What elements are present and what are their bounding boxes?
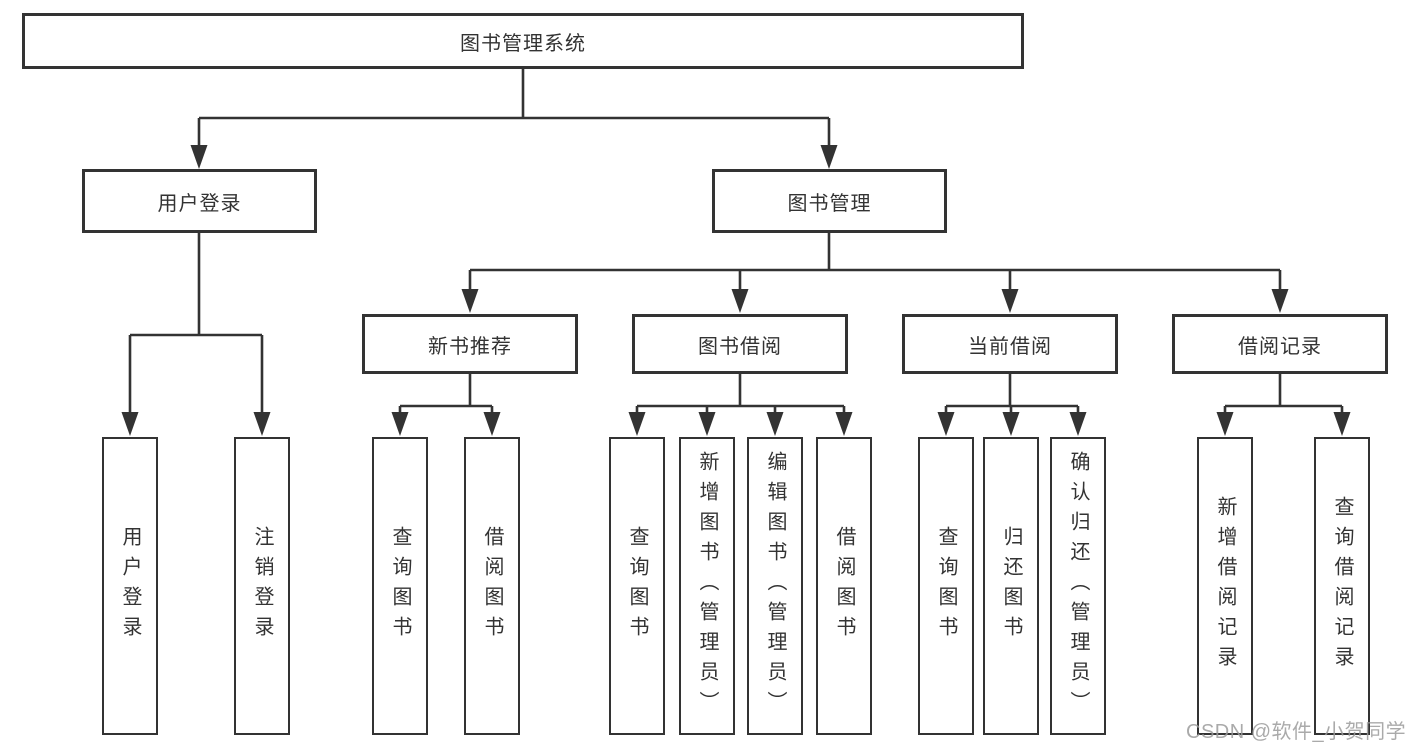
node-book-management-module: 图书管理: [712, 169, 947, 233]
node-user-login-module: 用户登录: [82, 169, 317, 233]
leaf-label: 查询图书: [626, 526, 648, 646]
leaf-label: 用户登录: [119, 526, 141, 646]
node-borrow-records: 借阅记录: [1172, 314, 1388, 374]
node-label: 图书借阅: [698, 335, 782, 358]
leaf-user-login: 用户登录: [102, 437, 158, 735]
leaf-logout: 注销登录: [234, 437, 290, 735]
leaf-label: 查询图书: [935, 526, 957, 646]
leaf-query-books-3: 查询图书: [918, 437, 974, 735]
leaf-edit-book-admin: 编辑图书（管理员）: [747, 437, 803, 735]
arrowheads: [121, 145, 1351, 436]
node-label: 新书推荐: [428, 335, 512, 358]
leaf-label: 新增图书（管理员）: [696, 451, 718, 721]
node-current-borrow: 当前借阅: [902, 314, 1118, 374]
leaf-borrow-books-2: 借阅图书: [816, 437, 872, 735]
leaf-label: 新增借阅记录: [1214, 496, 1236, 676]
leaf-add-borrow-record: 新增借阅记录: [1197, 437, 1253, 735]
node-label: 借阅记录: [1238, 335, 1322, 358]
leaf-label: 归还图书: [1000, 526, 1022, 646]
leaf-label: 确认归还（管理员）: [1067, 451, 1089, 721]
leaf-return-book: 归还图书: [983, 437, 1039, 735]
node-label: 图书管理: [787, 192, 872, 215]
leaf-query-borrow-record: 查询借阅记录: [1314, 437, 1370, 735]
leaf-label: 借阅图书: [833, 526, 855, 646]
node-root-system: 图书管理系统: [22, 13, 1024, 69]
node-label: 用户登录: [157, 192, 242, 215]
leaf-query-books-1: 查询图书: [372, 437, 428, 735]
leaf-add-book-admin: 新增图书（管理员）: [679, 437, 735, 735]
leaf-label: 编辑图书（管理员）: [764, 451, 786, 721]
node-book-borrow: 图书借阅: [632, 314, 848, 374]
leaf-label: 查询借阅记录: [1331, 496, 1353, 676]
leaf-label: 查询图书: [389, 526, 411, 646]
node-label: 当前借阅: [968, 335, 1052, 358]
leaf-confirm-return-admin: 确认归还（管理员）: [1050, 437, 1106, 735]
node-new-book-recommend: 新书推荐: [362, 314, 578, 374]
node-root-label: 图书管理系统: [460, 32, 586, 55]
csdn-watermark: CSDN @软件_小贺同学: [1186, 721, 1405, 743]
leaf-query-books-2: 查询图书: [609, 437, 665, 735]
leaf-label: 借阅图书: [481, 526, 503, 646]
leaf-borrow-books-1: 借阅图书: [464, 437, 520, 735]
leaf-label: 注销登录: [251, 526, 273, 646]
